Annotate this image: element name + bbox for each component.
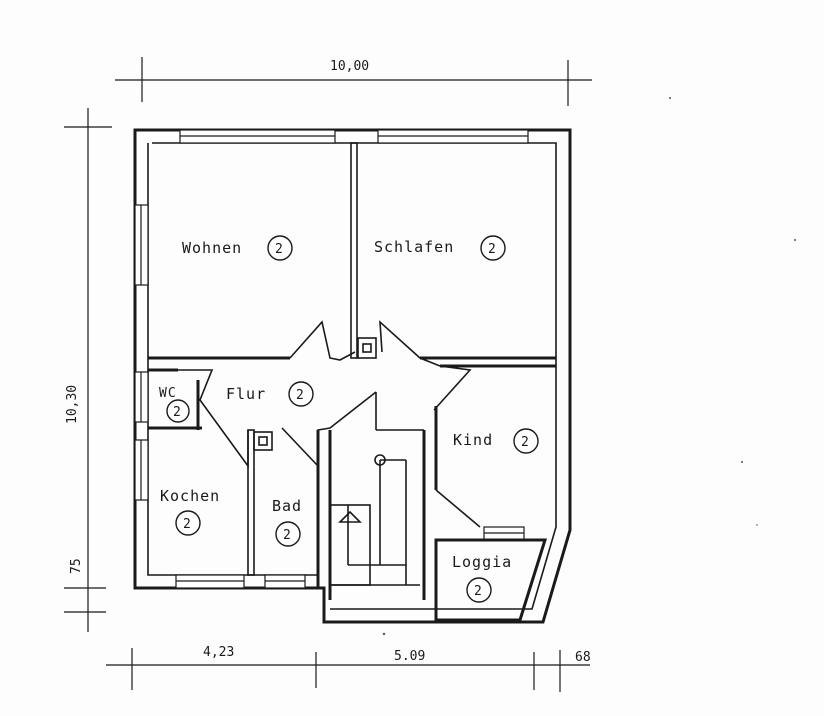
room-loggia: Loggia 2 <box>452 553 512 603</box>
room-flur-count: 2 <box>296 388 304 403</box>
room-flur-count-marker <box>288 381 314 407</box>
room-kochen-count-marker <box>175 510 201 536</box>
dimension-left-small-label: 75 <box>69 558 84 574</box>
dimension-top: 10,00 <box>115 57 592 106</box>
dimension-bottom-left-label: 4,23 <box>203 645 234 660</box>
room-wohnen-count: 2 <box>275 242 283 257</box>
room-flur-label: Flur <box>226 385 266 403</box>
room-wohnen: Wohnen 2 <box>182 235 293 261</box>
dimension-left: 10,30 75 <box>64 108 112 632</box>
room-kind-label: Kind <box>453 431 493 449</box>
room-schlafen-count: 2 <box>488 242 496 257</box>
dimension-left-label: 10,30 <box>65 385 80 424</box>
room-bad-count-marker <box>275 521 301 547</box>
interior-walls <box>148 142 556 622</box>
room-loggia-label: Loggia <box>452 553 512 571</box>
room-kind-count: 2 <box>521 435 529 450</box>
room-bad-label: Bad <box>272 497 302 515</box>
room-flur: Flur 2 <box>226 381 314 407</box>
room-wohnen-label: Wohnen <box>182 239 242 257</box>
dimension-bottom-mid-label: 5.09 <box>394 649 425 664</box>
room-wc-count: 2 <box>173 405 181 420</box>
room-kind-count-marker <box>513 428 539 454</box>
dimension-top-label: 10,00 <box>330 59 369 74</box>
room-kochen-label: Kochen <box>160 487 220 505</box>
windows <box>134 129 529 589</box>
room-schlafen-label: Schlafen <box>374 238 454 256</box>
room-loggia-count: 2 <box>474 584 482 599</box>
room-schlafen-count-marker <box>480 235 506 261</box>
room-kochen-count: 2 <box>183 517 191 532</box>
room-bad: Bad 2 <box>272 497 302 547</box>
room-kind: Kind 2 <box>453 428 539 454</box>
dimension-bottom: 4,23 5.09 68 <box>106 645 591 692</box>
room-wc-label: WC <box>159 386 177 401</box>
outer-walls <box>133 128 572 624</box>
room-kochen: Kochen 2 <box>160 487 220 536</box>
room-wohnen-count-marker <box>267 235 293 261</box>
room-loggia-count-marker <box>466 577 492 603</box>
flur-outline <box>178 320 472 469</box>
room-schlafen: Schlafen 2 <box>374 235 506 261</box>
room-wc-count-marker <box>166 399 190 423</box>
room-wc: WC 2 <box>159 386 190 423</box>
room-bad-count: 2 <box>283 528 291 543</box>
scan-specks <box>382 97 796 636</box>
dimension-bottom-right-label: 68 <box>575 650 591 665</box>
